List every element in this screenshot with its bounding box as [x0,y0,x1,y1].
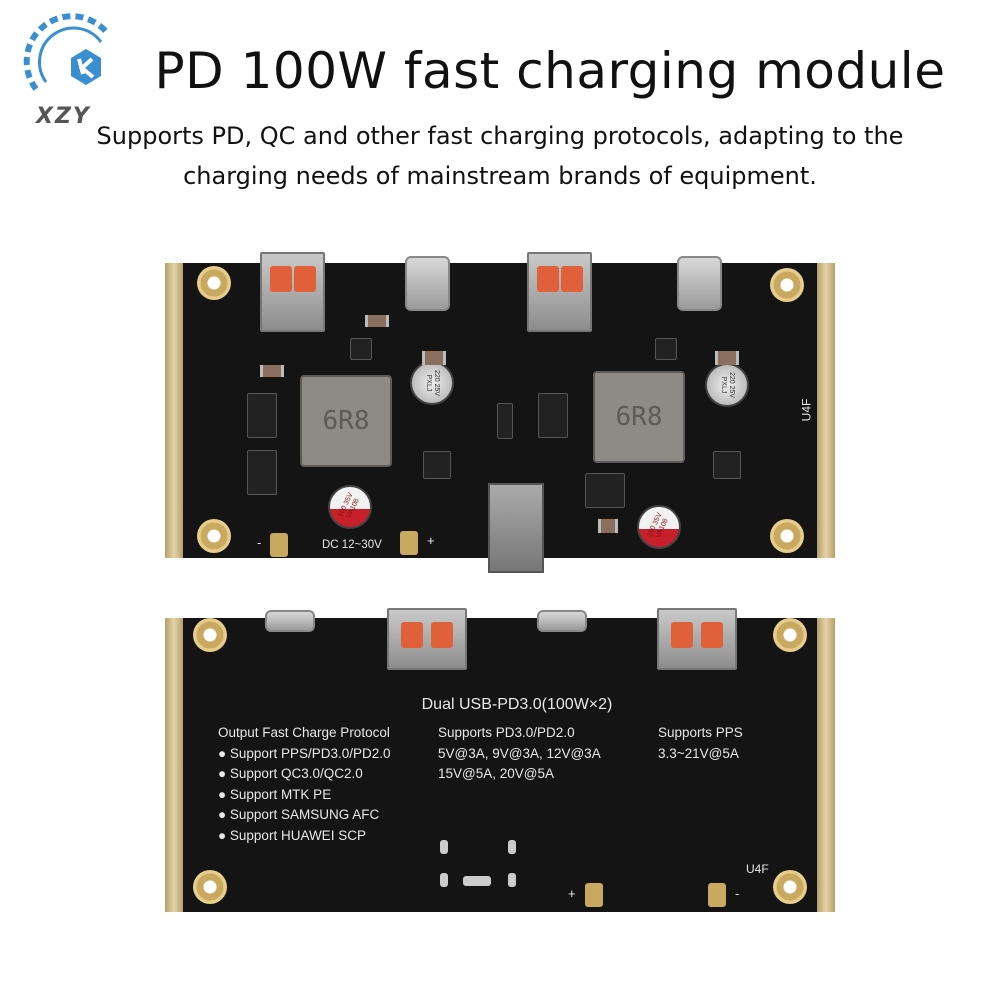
smd-component [422,351,446,365]
subtitle-line-1: Supports PD, QC and other fast charging … [96,122,904,150]
pcb-top-view: 6R8 6R8 220 25V PXLJ 220 25V PXLJ 100 35… [165,252,835,573]
solder-pad-minus [270,533,288,557]
dc-jack-pin [463,876,491,886]
mounting-hole [770,268,804,302]
protocol-item: ● Support SAMSUNG AFC [218,807,380,822]
capacitor: 220 25V PXLJ [705,363,749,407]
usb-c-port [677,256,722,311]
capacitor-label: 100 35V VA108 [646,511,670,540]
capacitor: 220 25V PXLJ [410,361,454,405]
protocol-item: ● Support QC3.0/QC2.0 [218,766,363,781]
board-marking: U4F [746,862,769,876]
mounting-hole [773,618,807,652]
smd-component [260,365,284,377]
small-ic [350,338,372,360]
inductor: 6R8 [593,371,685,463]
pd-title: Supports PD3.0/PD2.0 [438,725,575,740]
usb-c-port [537,610,587,632]
minus-label: - [735,886,740,901]
pd-line: 15V@5A, 20V@5A [438,766,554,781]
pps-line: 3.3~21V@5A [658,745,739,761]
capacitor-label: 220 25V PXLJ [425,369,440,397]
inductor: 6R8 [300,375,392,467]
dc-jack-pin [508,840,516,854]
protocol-column: Output Fast Charge Protocol ● Support PP… [218,723,391,846]
pcb-bottom-view: Dual USB-PD3.0(100W×2) Output Fast Charg… [165,608,835,912]
mounting-hole [193,618,227,652]
subtitle-line-2: charging needs of mainstream brands of e… [183,162,817,190]
solder-pad-plus [585,883,603,907]
mosfet-chip [538,393,568,438]
mosfet-chip [585,473,625,508]
smd-component [365,315,389,327]
small-ic [655,338,677,360]
plus-label: + [568,886,576,901]
gear-hexagon-logo-icon [23,13,111,91]
usb-a-port [657,608,737,670]
usb-a-port [387,608,467,670]
dc-jack-pin [440,873,448,887]
capacitor-label: 220 25V PXLJ [720,371,735,399]
gold-edge-left [165,618,183,912]
pps-title: Supports PPS [658,725,743,740]
mosfet-chip [247,450,277,495]
minus-label: - [257,535,262,550]
board-marking: U4F [799,398,814,422]
mounting-hole [197,266,231,300]
dc-jack-pin [508,873,516,887]
pps-column: Supports PPS 3.3~21V@5A [658,723,743,764]
mounting-hole [197,519,231,553]
diode [497,403,513,439]
controller-ic [713,451,741,479]
protocol-item: ● Support PPS/PD3.0/PD2.0 [218,745,391,761]
logo-text: XZY [36,104,91,129]
solder-pad-minus [708,883,726,907]
dc-jack [488,483,544,573]
gold-edge-left [165,263,183,558]
mounting-hole [193,870,227,904]
smd-component [598,519,618,533]
page-title: PD 100W fast charging module [154,42,946,100]
gold-edge-right [817,263,835,558]
pd-column: Supports PD3.0/PD2.0 5V@3A, 9V@3A, 12V@3… [438,723,601,785]
input-voltage-label: DC 12~30V [322,539,382,551]
protocol-title: Output Fast Charge Protocol [218,725,390,740]
dc-jack-pin [440,840,448,854]
gold-edge-right [817,618,835,912]
usb-c-port [265,610,315,632]
protocol-item: ● Support HUAWEI SCP [218,827,366,843]
smd-component [715,351,739,365]
capacitor-label: 100 35V VA108 [337,491,361,520]
brand-logo [16,4,121,104]
pd-line: 5V@3A, 9V@3A, 12V@3A [438,745,601,761]
plus-label: + [427,533,435,548]
protocol-item: ● Support MTK PE [218,786,332,802]
capacitor: 100 35V VA108 [637,505,681,549]
capacitor: 100 35V VA108 [328,485,372,529]
usb-a-port [260,252,325,332]
mounting-hole [773,870,807,904]
mounting-hole [770,519,804,553]
board-heading: Dual USB-PD3.0(100W×2) [421,696,613,713]
usb-a-port [527,252,592,332]
controller-ic [423,451,451,479]
mosfet-chip [247,393,277,438]
usb-c-port [405,256,450,311]
solder-pad-plus [400,531,418,555]
